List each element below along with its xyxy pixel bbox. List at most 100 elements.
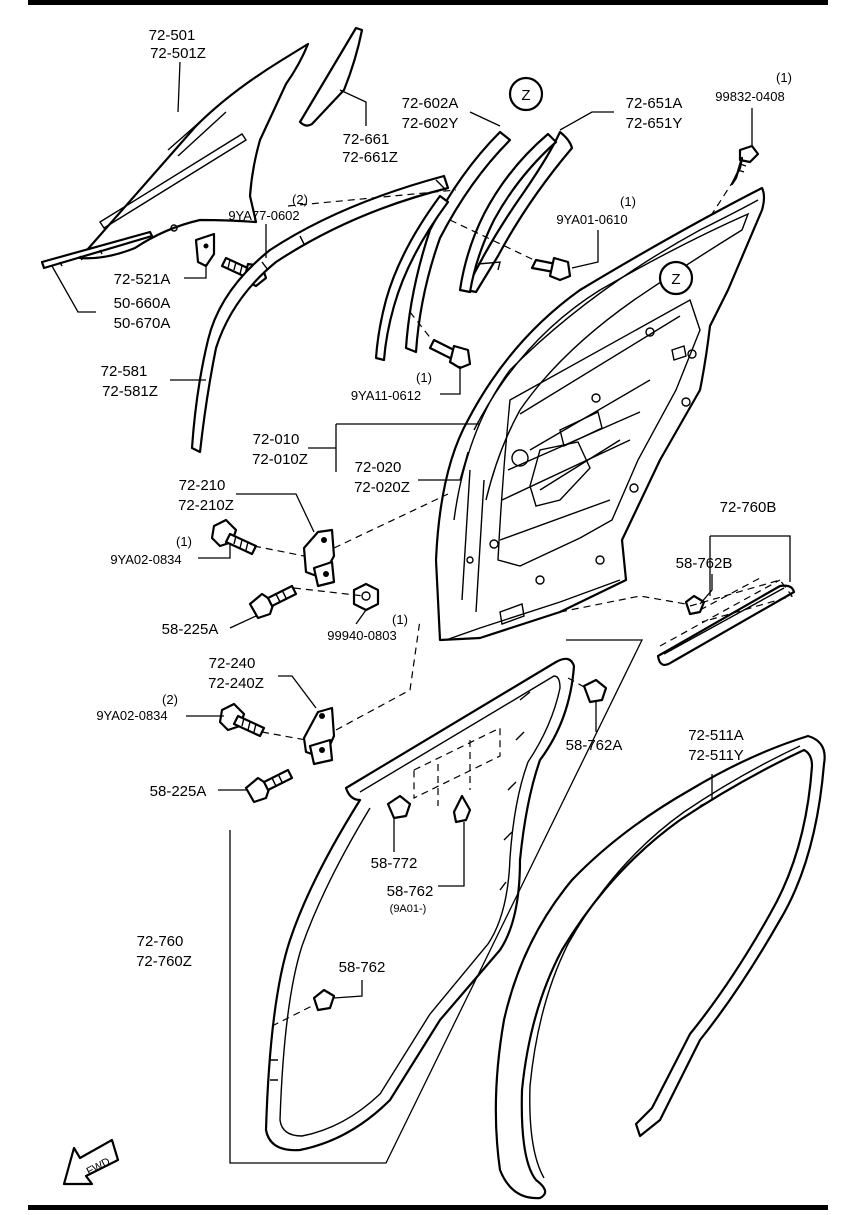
label-bolt-glass-qty: (2): [292, 192, 308, 207]
label-garnish: 72-760B: [720, 499, 777, 516]
top-border: [28, 0, 828, 5]
label-weatherstrip-outer-1: 72-511A: [688, 727, 744, 744]
belt-moulding: [190, 174, 450, 454]
bolt-hinge-upper: [210, 518, 258, 556]
inner-weatherstrip: [264, 657, 576, 1152]
nut: [352, 582, 380, 612]
label-door-panel-1: 72-020: [355, 459, 402, 476]
label-channel-rear-1: 72-651A: [626, 95, 683, 112]
dash-screw: [711, 179, 735, 215]
bolt-lower: [428, 338, 472, 370]
screw-top: [730, 144, 760, 186]
bottom-border: [28, 1205, 828, 1210]
pin-lower: [244, 768, 294, 804]
label-channel-front-2: 72-602Y: [402, 115, 459, 132]
label-belt-1: 72-581: [101, 363, 148, 380]
leader-runs: [51, 265, 96, 313]
label-runs-1: 50-660A: [114, 295, 171, 312]
leader-clip-garnish: [699, 574, 713, 605]
dash-clip-c: [271, 1003, 317, 1027]
leader-glass: [177, 61, 181, 113]
label-bolt-hinge-upper-code: 9YA02-0834: [110, 552, 181, 567]
dash-glass-bolt: [287, 189, 457, 207]
glass-run-bar: [40, 230, 154, 270]
rear-channel: [458, 130, 574, 294]
bolt-channel: [530, 256, 572, 282]
glass-bracket: [194, 232, 216, 268]
label-clip-c: 58-762: [339, 959, 386, 976]
door-glass: [78, 42, 310, 260]
label-weatherstrip-inner-2: 72-760Z: [136, 953, 192, 970]
pin-upper: [248, 584, 298, 620]
outer-weatherstrip: [494, 734, 826, 1200]
label-glass-2: 72-501Z: [150, 45, 206, 62]
leader-hinge-upper: [236, 493, 315, 533]
leader-quarter: [339, 89, 367, 126]
leader-bracket: [184, 264, 207, 279]
label-nut-code: 99940-0803: [327, 628, 396, 643]
leader-door-panel: [418, 451, 469, 481]
garnish-bracket: [709, 535, 791, 596]
hinge-upper: [302, 528, 336, 588]
label-belt-2: 72-581Z: [102, 383, 158, 400]
label-hinge-lower-1: 72-240: [209, 655, 256, 672]
leader-bolt-channel: [571, 230, 599, 269]
dash-garnish: [559, 577, 761, 613]
dash-clip-top: [567, 677, 587, 689]
quarter-glass: [298, 26, 364, 127]
ref-z-door-label: Z: [671, 271, 680, 288]
clip-b: [452, 794, 472, 824]
dash-channel-bolt: [449, 219, 535, 261]
label-bolt-hinge-lower-code: 9YA02-0834: [96, 708, 167, 723]
ref-z-top-label: Z: [521, 87, 530, 104]
leader-hinge-lower: [278, 675, 317, 709]
label-bolt-lower-qty: (1): [416, 370, 432, 385]
leader-channel-front: [469, 111, 501, 127]
label-weatherstrip-outer-2: 72-511Y: [688, 747, 744, 764]
garnish: [656, 579, 796, 666]
clip-c: [312, 988, 336, 1012]
dash-garnish-box: [689, 579, 794, 623]
label-hinge-upper-1: 72-210: [179, 477, 226, 494]
leader-nut: [355, 609, 367, 625]
label-screw-code: 99832-0408: [715, 89, 784, 104]
label-pin-lower: 58-225A: [150, 783, 207, 800]
label-bolt-glass-code: 9YA77-0602: [228, 208, 299, 223]
fwd-arrow: FWD: [62, 1138, 120, 1186]
bolt-hinge-lower: [218, 702, 266, 738]
leader-bolt-hinge-upper: [198, 544, 231, 559]
door-bracket: [308, 423, 480, 472]
leader-clip-b: [438, 822, 465, 887]
front-channel: [374, 130, 512, 362]
label-quarter-2: 72-661Z: [342, 149, 398, 166]
label-screw-qty: (1): [776, 70, 792, 85]
label-nut-qty: (1): [392, 612, 408, 627]
ref-z-top: Z: [508, 76, 544, 112]
inner-weatherstrip-box: [229, 639, 644, 1164]
label-channel-rear-2: 72-651Y: [626, 115, 683, 132]
label-bolt-channel-qty: (1): [620, 194, 636, 209]
label-clip-a: 58-772: [371, 855, 418, 872]
label-pin-upper: 58-225A: [162, 621, 219, 638]
label-quarter-1: 72-661: [343, 131, 390, 148]
label-weatherstrip-inner-1: 72-760: [137, 933, 184, 950]
leader-bolt-lower: [440, 366, 461, 395]
dash-hinge-upper: [253, 493, 449, 557]
label-clip-garnish: 58-762B: [676, 555, 733, 572]
label-glass-1: 72-501: [149, 27, 196, 44]
label-door-shell-2: 72-010Z: [252, 451, 308, 468]
label-channel-front-1: 72-602A: [402, 95, 459, 112]
label-bolt-channel-code: 9YA01-0610: [556, 212, 627, 227]
label-clip-b: 58-762: [387, 883, 434, 900]
label-door-shell-1: 72-010: [253, 431, 300, 448]
label-hinge-lower-2: 72-240Z: [208, 675, 264, 692]
label-clip-upper: 58-762A: [566, 737, 623, 754]
label-bolt-hinge-upper-qty: (1): [176, 534, 192, 549]
leader-clip-c: [333, 980, 363, 999]
dash-clip-box: [413, 727, 501, 806]
leader-weatherstrip-outer: [699, 774, 713, 807]
leader-pin-upper: [229, 615, 257, 629]
label-bolt-lower-code: 9YA11-0612: [351, 388, 421, 403]
label-door-panel-2: 72-020Z: [354, 479, 410, 496]
